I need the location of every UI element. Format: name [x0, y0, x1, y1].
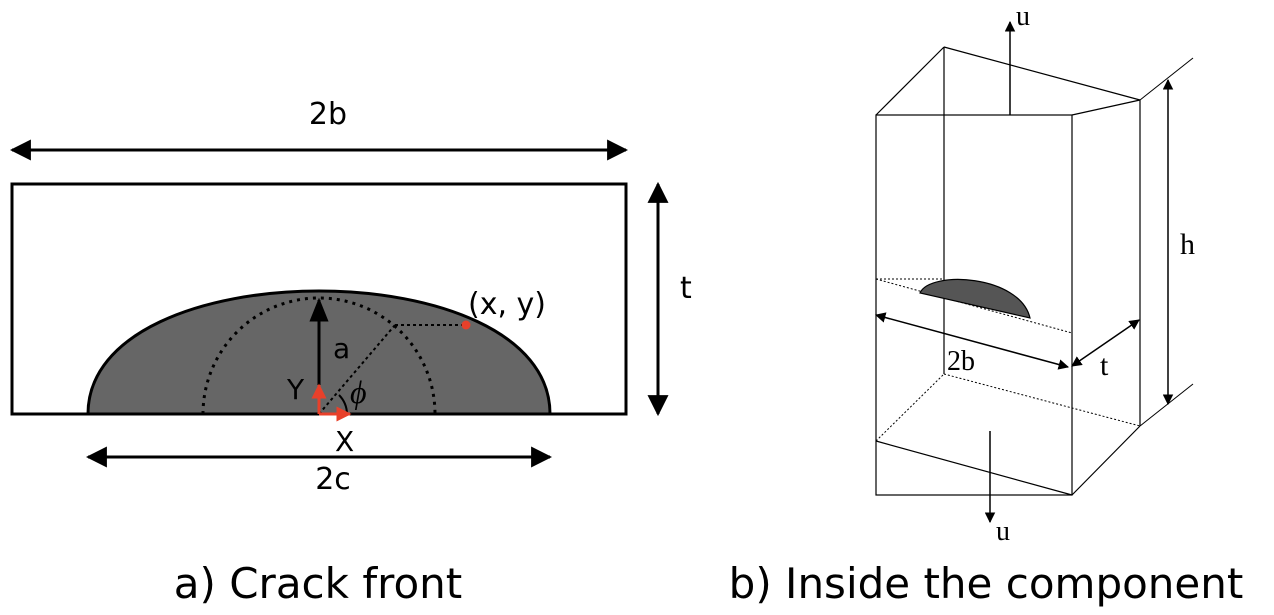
label-u-top: u	[1016, 1, 1030, 32]
panel-a-crack-front: 2b a (x, y) ϕ Y X t 2c a) Crack front	[9, 97, 692, 608]
h-extension-line-bottom	[1139, 383, 1194, 427]
angle-construction-line	[318, 324, 396, 415]
label-phi: ϕ	[350, 374, 367, 410]
label-2c: 2c	[315, 462, 351, 497]
crack-point-marker	[461, 320, 471, 330]
label-2b: 2b	[309, 97, 347, 132]
label-t: t	[680, 271, 692, 306]
label-Y: Y	[286, 373, 305, 406]
label-X: X	[335, 425, 354, 458]
box-edge-bottom-right	[1071, 425, 1141, 496]
box-bottom-front-edge	[875, 440, 1073, 496]
label-2b-b: 2b	[947, 346, 975, 377]
crack-shape	[919, 278, 1031, 319]
label-xy: (x, y)	[468, 287, 546, 322]
label-h: h	[1180, 228, 1195, 261]
box-edge-top-left	[875, 46, 945, 116]
label-a: a	[333, 332, 350, 365]
box-edge-top-right	[1071, 99, 1141, 116]
dimension-2b-arrow-b	[874, 312, 1070, 370]
box-back-top-edge	[943, 46, 1141, 101]
dimension-t-arrow-b	[1071, 319, 1140, 367]
caption-a: a) Crack front	[174, 559, 462, 608]
caption-b: b) Inside the component	[729, 559, 1244, 608]
panel-b-component: u u h 2b t b) Inside the component	[729, 1, 1244, 608]
box-edge-bottom-left	[875, 373, 945, 442]
h-extension-line-top	[1139, 57, 1194, 101]
box-back-bottom-edge	[943, 373, 1141, 427]
label-t-b: t	[1100, 349, 1109, 382]
label-u-bottom: u	[996, 516, 1010, 547]
box-front-face	[875, 114, 1073, 496]
